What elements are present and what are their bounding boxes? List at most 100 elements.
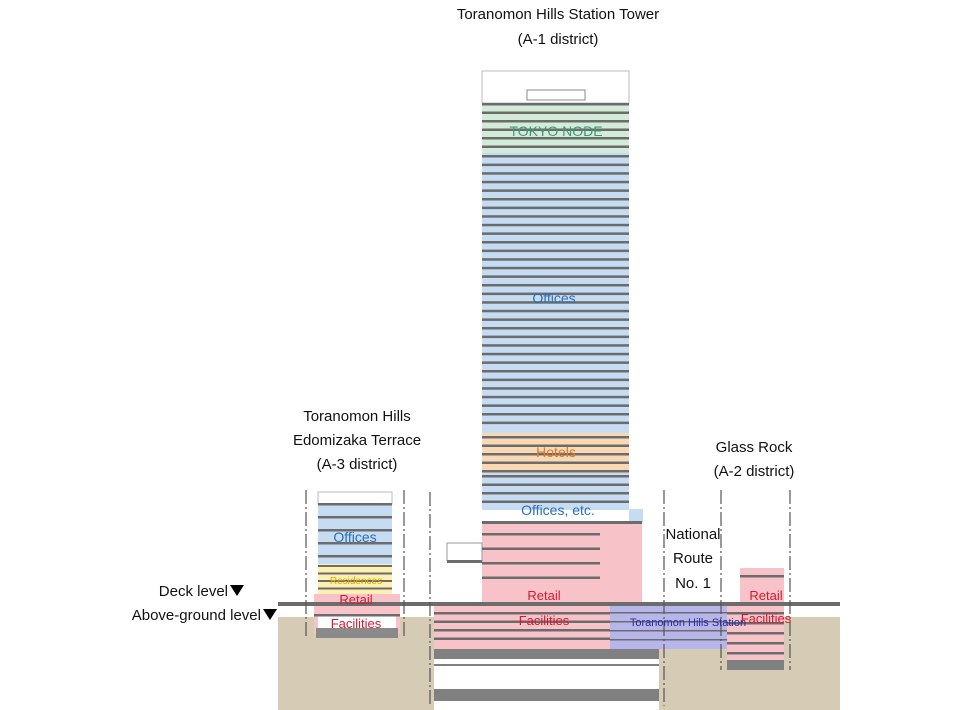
ground-level-marker — [263, 609, 277, 620]
basement-slab — [434, 689, 659, 701]
floor-slab — [482, 453, 629, 456]
floor-slab — [482, 444, 629, 447]
lower-offices-zone — [482, 473, 629, 510]
floor-slab — [610, 639, 760, 641]
terrace-name-line2: Edomizaka Terrace — [293, 432, 421, 449]
glass-rock-upper — [740, 568, 784, 604]
terrace-base — [316, 628, 398, 638]
floor-slab — [482, 470, 629, 473]
floor-slab — [482, 413, 629, 416]
floor-slab — [482, 395, 629, 399]
floor-slab — [482, 352, 629, 356]
floor-slab — [727, 652, 784, 655]
offices-etc-label: Offices, etc. — [521, 502, 595, 518]
podium — [434, 605, 760, 659]
station-tower-name: Toranomon Hills Station Tower — [457, 6, 659, 23]
floor-slab — [727, 612, 784, 615]
floor-slab — [482, 387, 629, 390]
glass-rock-base — [727, 660, 784, 670]
floor-slab — [740, 575, 784, 578]
floor-slab — [482, 198, 629, 201]
floor-slab — [482, 163, 629, 167]
basement-slab — [434, 664, 659, 666]
floor-slab — [482, 189, 629, 192]
floor-slab — [482, 120, 629, 123]
glass-rock-name: Glass Rock — [716, 439, 793, 456]
terrace-offices-label: Offices — [333, 529, 376, 545]
floor-slab — [482, 249, 629, 253]
glass-rock-floor-lines — [727, 575, 784, 655]
deck-level-line — [278, 602, 840, 606]
deck-level-marker — [230, 585, 244, 596]
floor-slab — [434, 637, 610, 640]
tower-offices-label: Offices — [532, 290, 575, 306]
floor-slab — [482, 111, 629, 114]
podium-retail-label: Retail — [527, 588, 560, 603]
terrace-facilities-label: Facilities — [331, 616, 382, 631]
podium-floor-lines — [434, 612, 760, 641]
floor-slab — [318, 555, 392, 558]
floor-slab — [318, 503, 392, 506]
route-line2: Route — [673, 550, 713, 567]
floor-slab — [482, 258, 629, 261]
terrace-residences-label: Residences — [330, 576, 382, 587]
floor-slab — [482, 292, 629, 296]
floor-slab — [434, 629, 610, 632]
glass-rock — [727, 568, 784, 670]
floor-slab — [482, 128, 629, 131]
floor-slab — [482, 327, 629, 330]
floor-slab — [482, 180, 629, 184]
route-line1: National — [665, 526, 720, 543]
terrace-offices-zone — [318, 504, 392, 564]
floor-slab — [482, 475, 629, 478]
floor-slab — [447, 560, 482, 563]
floor-slab — [482, 266, 629, 270]
tower-floor-lines — [447, 103, 642, 579]
floor-slab — [434, 620, 610, 623]
floor-slab — [482, 318, 629, 321]
floor-slab — [482, 461, 629, 464]
floor-slab — [314, 614, 400, 617]
floor-slab — [482, 483, 629, 486]
glass-rock-district: (A-2 district) — [714, 463, 795, 480]
floor-slab — [318, 580, 392, 582]
podium-facilities-label: Facilities — [519, 613, 570, 628]
route-line3: No. 1 — [675, 575, 711, 592]
station-tower-district: (A-1 district) — [518, 31, 599, 48]
tower-antenna — [526, 89, 586, 101]
floor-slab — [482, 562, 600, 565]
deck-level-label: Deck level — [159, 583, 228, 600]
floor-slab — [482, 436, 629, 439]
floor-slab — [482, 547, 600, 550]
floor-slab — [482, 241, 629, 244]
floor-slab — [482, 137, 629, 140]
floor-slab — [610, 612, 760, 614]
floor-slab — [482, 576, 600, 579]
floor-slab — [482, 172, 629, 175]
floor-slab — [482, 335, 629, 339]
floor-slab — [727, 642, 784, 645]
floor-slab — [727, 632, 784, 635]
floor-slab — [610, 630, 760, 632]
floor-slab — [482, 309, 629, 313]
glass-rock-facilities-label: Facilities — [741, 611, 792, 626]
floor-slab — [482, 215, 629, 218]
floor-slab — [482, 361, 629, 364]
floor-slab — [318, 572, 392, 575]
floor-slab — [482, 500, 629, 503]
terrace-district: (A-3 district) — [317, 456, 398, 473]
tokyo-node-zone — [482, 103, 629, 153]
floor-slab — [482, 103, 629, 106]
tokyo-node-label: TOKYO NODE — [509, 123, 602, 139]
floor-slab — [610, 621, 760, 623]
floor-slab — [482, 145, 629, 148]
floor-slab — [318, 565, 392, 567]
floor-slab — [482, 378, 629, 382]
floor-slab — [482, 404, 629, 407]
floor-slab — [482, 344, 629, 347]
floor-slab — [482, 284, 629, 287]
terrace-floor-lines — [314, 503, 400, 617]
terrace-frame — [317, 491, 393, 505]
